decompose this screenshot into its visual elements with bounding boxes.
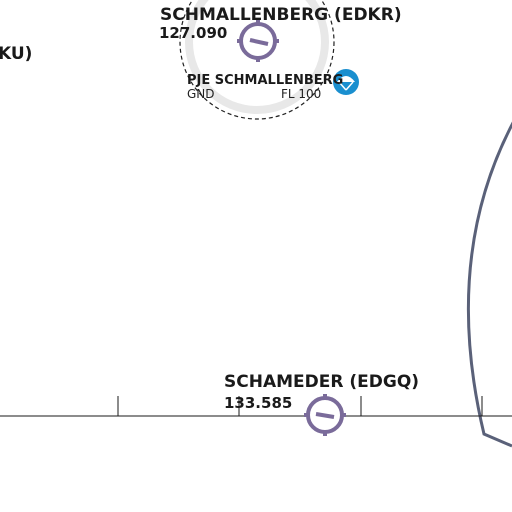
- airfield-name-schmallenberg: SCHMALLENBERG (EDKR): [160, 5, 402, 25]
- parachute-zone-upper-limit: FL 100: [281, 87, 321, 101]
- parachute-zone-name: PJE SCHMALLENBERG: [187, 73, 343, 88]
- airfield-name-schameder: SCHAMEDER (EDGQ): [224, 372, 419, 392]
- parachute-zone-lower-limit: GND: [187, 87, 215, 101]
- reference-line: [0, 396, 512, 417]
- airspace-boundary[interactable]: [466, 110, 512, 448]
- airfield-frequency-schmallenberg: 127.090: [159, 24, 227, 42]
- parachute-icon: [333, 69, 359, 95]
- airfield-frequency-schameder: 133.585: [224, 394, 292, 412]
- airfield-symbol-schmallenberg[interactable]: [237, 20, 279, 62]
- runway-line: [249, 38, 269, 46]
- runway-line: [315, 412, 335, 419]
- airfield-symbol-schameder[interactable]: [304, 394, 346, 436]
- partial-airfield-label: KU): [0, 44, 32, 64]
